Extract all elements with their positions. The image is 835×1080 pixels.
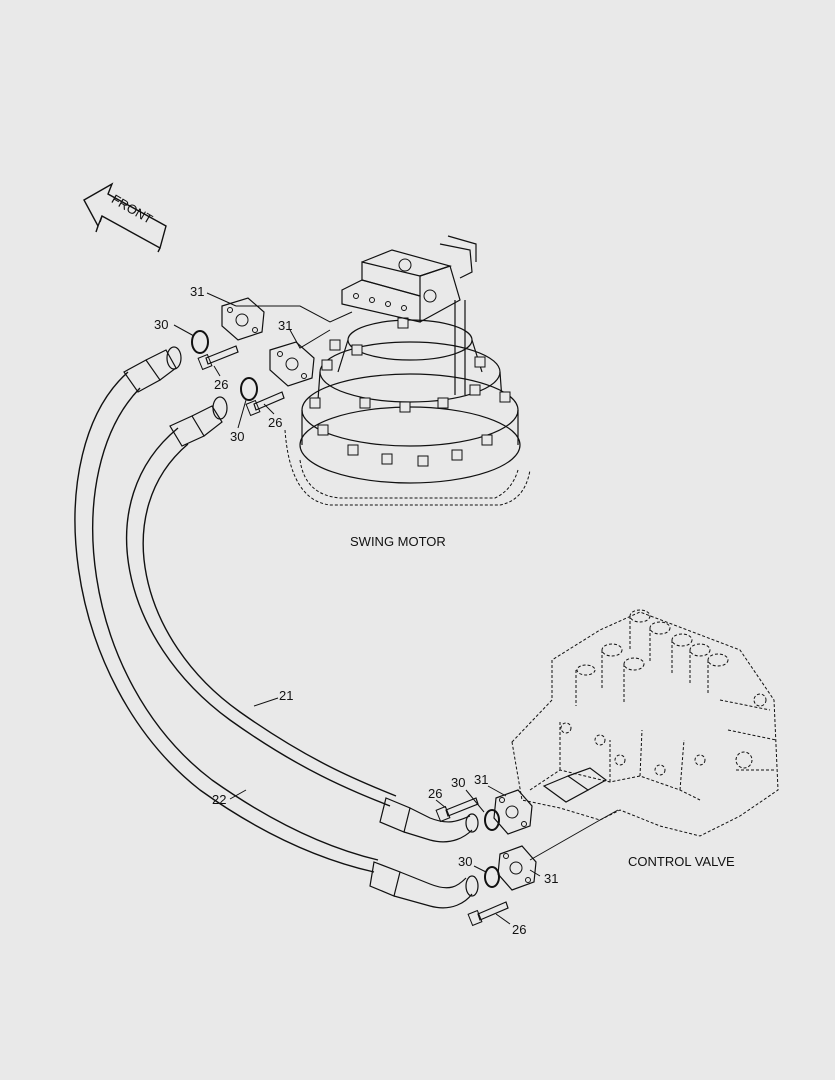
bolt-26-upper-a xyxy=(197,345,239,371)
bolt-26-cv-lower xyxy=(467,901,509,927)
leader-22 xyxy=(229,789,247,800)
leader-31-cv-upper xyxy=(487,785,507,797)
callout-31-top-a: 31 xyxy=(190,284,204,299)
leader-26-cv-lower xyxy=(495,913,511,925)
leader-30-cv-lower xyxy=(473,865,487,873)
leader-31-cv-lower xyxy=(529,809,619,877)
leader-26-upper-a xyxy=(213,365,221,377)
callout-22: 22 xyxy=(212,792,226,807)
bolt-26-upper-b xyxy=(245,391,285,417)
leader-31-upper-b xyxy=(289,329,331,349)
front-label: FRONT xyxy=(109,191,155,226)
callout-30-cv-a: 30 xyxy=(451,775,465,790)
flange-31-cv-upper xyxy=(493,789,533,835)
callout-31-cv-b: 31 xyxy=(544,871,558,886)
callout-31-top-b: 31 xyxy=(278,318,292,333)
callout-26-top-a: 26 xyxy=(214,377,228,392)
o-ring-30-upper-b xyxy=(240,377,258,401)
leader-30-cv-upper xyxy=(465,789,485,813)
callout-30-top-a: 30 xyxy=(154,317,168,332)
callout-30-top-b: 30 xyxy=(230,429,244,444)
o-ring-30-upper-a xyxy=(191,330,209,354)
bolt-26-cv-upper xyxy=(435,797,479,823)
swing-motor-caption: SWING MOTOR xyxy=(350,534,446,549)
leader-26-cv-upper xyxy=(435,799,447,809)
callout-31-cv-a: 31 xyxy=(474,772,488,787)
callout-26-cv-b: 26 xyxy=(512,922,526,937)
leader-30-upper-b xyxy=(237,399,247,429)
hose-21 xyxy=(125,396,479,843)
hose-22 xyxy=(74,346,479,909)
leader-30-upper-a xyxy=(173,324,195,337)
swing-motor-drawing xyxy=(284,235,531,506)
front-arrow-icon: FRONT xyxy=(83,182,167,253)
callout-21: 21 xyxy=(279,688,293,703)
leader-26-upper-b xyxy=(263,403,275,415)
control-valve-caption: CONTROL VALVE xyxy=(628,854,735,869)
flange-31-cv-lower xyxy=(497,845,537,891)
flange-31-lower xyxy=(269,341,315,387)
flange-31-upper xyxy=(221,297,265,341)
leader-31-upper-a xyxy=(206,292,353,323)
o-ring-30-cv-upper xyxy=(484,809,500,831)
callout-30-cv-b: 30 xyxy=(458,854,472,869)
o-ring-30-cv-lower xyxy=(484,866,500,888)
leader-21 xyxy=(253,697,279,707)
callout-26-cv-a: 26 xyxy=(428,786,442,801)
control-valve-drawing xyxy=(511,609,779,837)
callout-26-top-b: 26 xyxy=(268,415,282,430)
